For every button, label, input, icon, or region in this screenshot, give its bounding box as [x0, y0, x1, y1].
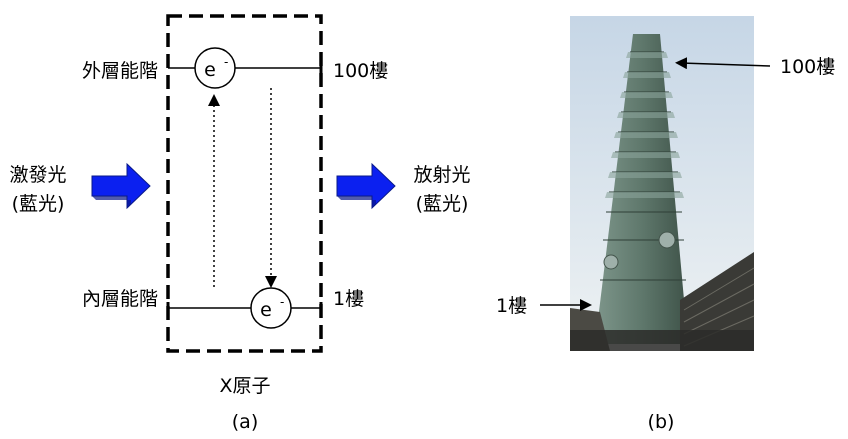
floor-1-label-b: 1樓 [496, 295, 527, 317]
electron-top-symbol: e [204, 59, 216, 81]
electron-top-charge: - [224, 55, 228, 69]
atom-box [166, 14, 323, 353]
outer-level-label: 外層能階 [82, 60, 158, 82]
electron-bottom: e - [250, 287, 292, 329]
excitation-light-color: (藍光) [12, 193, 65, 215]
excitation-light-label: 激發光 [9, 164, 66, 186]
caption-a: (a) [232, 411, 258, 433]
emission-light-label: 放射光 [413, 164, 470, 186]
floor-1-label-a: 1樓 [333, 288, 364, 310]
inner-level-label: 內層能階 [82, 288, 158, 310]
electron-bottom-charge: - [280, 295, 284, 309]
inner-energy-level [166, 302, 323, 315]
caption-b: (b) [648, 411, 675, 433]
emission-light-color: (藍光) [416, 193, 469, 215]
atom-label: X原子 [219, 375, 270, 397]
floor-100-label-b: 100樓 [780, 56, 835, 78]
outer-energy-level [168, 62, 323, 75]
floor-100-label-a: 100樓 [333, 60, 388, 82]
emission-light-arrow [336, 162, 396, 210]
excitation-light-arrow [91, 162, 151, 210]
floor-100-pointer-arrow [675, 57, 771, 70]
electron-bottom-symbol: e [260, 299, 272, 321]
taipei-101-photo [570, 16, 755, 351]
electron-top: e - [194, 47, 236, 89]
